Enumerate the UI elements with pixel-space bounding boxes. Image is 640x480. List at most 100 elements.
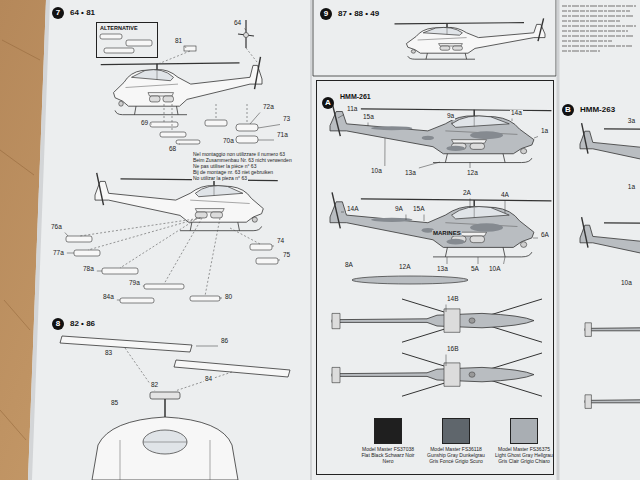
callout-number: 12A: [398, 264, 412, 271]
step-9-drawing: [395, 18, 546, 59]
step-8-drawing-rect: [150, 392, 180, 399]
callout-number: 10a: [370, 168, 383, 175]
paper-sheet-polygon: [28, 0, 50, 480]
step-heading: HMM-263: [579, 104, 616, 116]
leader-lines-path: [505, 201, 506, 214]
fine-print-lines: [562, 6, 636, 51]
leader-lines-path: [512, 119, 513, 122]
callout-number: 2A: [462, 190, 472, 197]
step-7-drawing-rect: [205, 120, 227, 126]
callout-number: 13a: [436, 266, 449, 273]
option-badge: A: [322, 91, 334, 109]
step-7-drawing-rect: [160, 132, 186, 137]
callout-number: 80: [224, 294, 233, 301]
leader-lines-path: [278, 260, 280, 261]
hmm-263-views-use: [580, 123, 640, 177]
leader-lines-path: [67, 253, 74, 254]
leader-lines-path: [338, 115, 344, 119]
step-number: 8: [52, 318, 64, 330]
callout-number: 9a: [446, 113, 455, 120]
paper-sheet-line: [310, 0, 312, 480]
hmm-261-views-use: [332, 299, 542, 342]
step-number: 9: [320, 8, 332, 20]
hmm-261-views-use: [332, 353, 542, 396]
leader-lines-path: [179, 144, 181, 145]
hmm-263-views: [580, 123, 640, 420]
fine-print-lines-path: [562, 6, 636, 51]
callout-number: 78a: [82, 266, 95, 273]
option-badge: BHMM-263: [562, 104, 616, 116]
callout-number: 6A: [540, 232, 550, 239]
step-badge: 882 • 86: [52, 318, 96, 330]
callout-number: 12a: [466, 170, 479, 177]
callout-number: 15a: [362, 114, 375, 121]
hmm-261-views-use: [330, 103, 551, 163]
callout-number: 10a: [620, 280, 633, 287]
callout-number: 14a: [510, 110, 523, 117]
paper-sheet-polygon: [28, 0, 640, 480]
callout-number: 5A: [470, 266, 480, 273]
leader-lines-path: [470, 199, 471, 209]
callout-number: 14A: [346, 206, 360, 213]
color-swatch: [374, 418, 402, 444]
callout-number: 14B: [446, 296, 460, 303]
callout-number: 15A: [412, 206, 426, 213]
step-8-drawing-path: [92, 417, 238, 480]
leader-lines-path: [143, 286, 144, 287]
paint-legend-item: Model Master FS36118 Gunship Gray Dunkel…: [426, 418, 486, 464]
callout-number: 69: [140, 120, 149, 127]
hmm-261-views-use: [371, 218, 503, 245]
callout-number: 84a: [102, 294, 115, 301]
paint-legend-item: Model Master FS36375 Light Ghost Gray He…: [494, 418, 554, 464]
leader-lines-path: [470, 162, 471, 168]
step-7-drawing-use: [101, 57, 262, 115]
color-swatch: [510, 418, 538, 444]
leader-lines-path: [258, 125, 280, 129]
leader-lines-path: [341, 212, 344, 213]
step-7-drawing-path: [164, 104, 247, 132]
step-badge: 987 • 88 • 49: [320, 8, 380, 20]
leader-lines-path: [258, 140, 274, 141]
assembly-note: No utilizar la pieza n° 63: [192, 176, 248, 181]
callout-number: 79a: [128, 280, 141, 287]
leader-lines-path: [384, 138, 385, 166]
alternative-inset: ALTERNATIVE: [96, 22, 158, 58]
leader-lines-path: [419, 162, 440, 168]
leader-lines-path: [219, 298, 222, 299]
callout-number: 72a: [262, 104, 275, 111]
step-7-drawing-circle: [244, 33, 249, 38]
hmm-261-views-ellipse: [352, 276, 468, 284]
step-7-drawing-rect: [236, 136, 258, 143]
color-swatch: [442, 418, 470, 444]
callout-number: 11a: [346, 106, 358, 113]
step-7-drawing-rect: [74, 250, 100, 256]
callout-number: 75: [282, 252, 291, 259]
paper-sheet: [28, 0, 640, 480]
paint-legend-item: Model Master FS37038 Flat Black Schwarz …: [358, 418, 418, 464]
step-8-drawing-path: [120, 440, 210, 480]
step-number: 7: [52, 7, 64, 19]
leader-lines-path: [424, 215, 425, 222]
assembly-note: Nel montaggio non utilizzare il numero 6…: [192, 152, 286, 157]
step-number: A: [322, 97, 334, 109]
paper-sheet-line: [313, 0, 314, 76]
leader-lines-path: [97, 271, 102, 272]
callout-number: 1a: [627, 184, 636, 191]
step-7-drawing-path: [80, 218, 260, 296]
callout-number: 8A: [344, 262, 354, 269]
leader-lines-path: [368, 123, 369, 127]
leader-lines-path: [452, 122, 453, 125]
hmm-261-views-use: [371, 126, 503, 151]
leader-lines-path: [185, 47, 187, 49]
step-8-drawing-path: [125, 348, 232, 391]
callout-number: 3a: [627, 118, 636, 125]
leader-lines-path: [65, 233, 68, 237]
hmm-261-views: [330, 103, 551, 396]
hmm-263-views-use: [585, 310, 640, 348]
step-7-drawing-rect: [66, 236, 92, 242]
step-7-drawing-rect: [144, 284, 184, 289]
callout-number: 4A: [500, 192, 510, 199]
leader-lines-path: [478, 257, 479, 264]
callout-number: 85: [110, 400, 119, 407]
